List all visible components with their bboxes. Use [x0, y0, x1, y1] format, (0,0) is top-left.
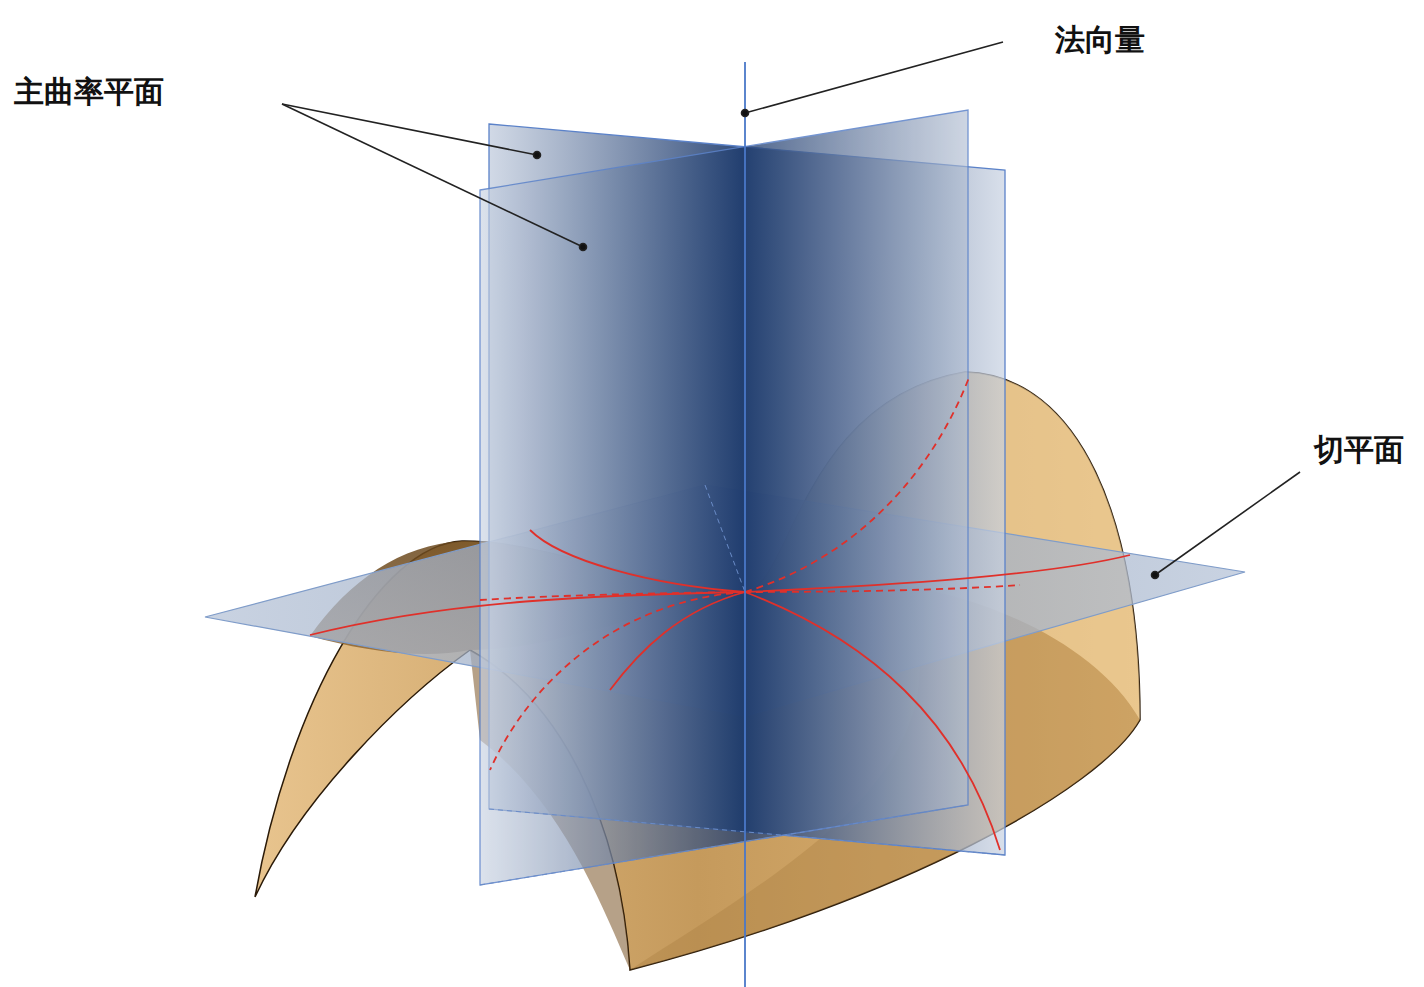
- principal-planes: [480, 110, 1005, 885]
- callout-label: 切平面: [1314, 432, 1404, 468]
- callout-label: 法向量: [1055, 22, 1145, 58]
- leader-lines: [282, 42, 1300, 579]
- callout-label: 主曲率平面: [14, 74, 164, 110]
- normal-vector: [744, 62, 746, 987]
- curvature-curves: [310, 375, 1130, 850]
